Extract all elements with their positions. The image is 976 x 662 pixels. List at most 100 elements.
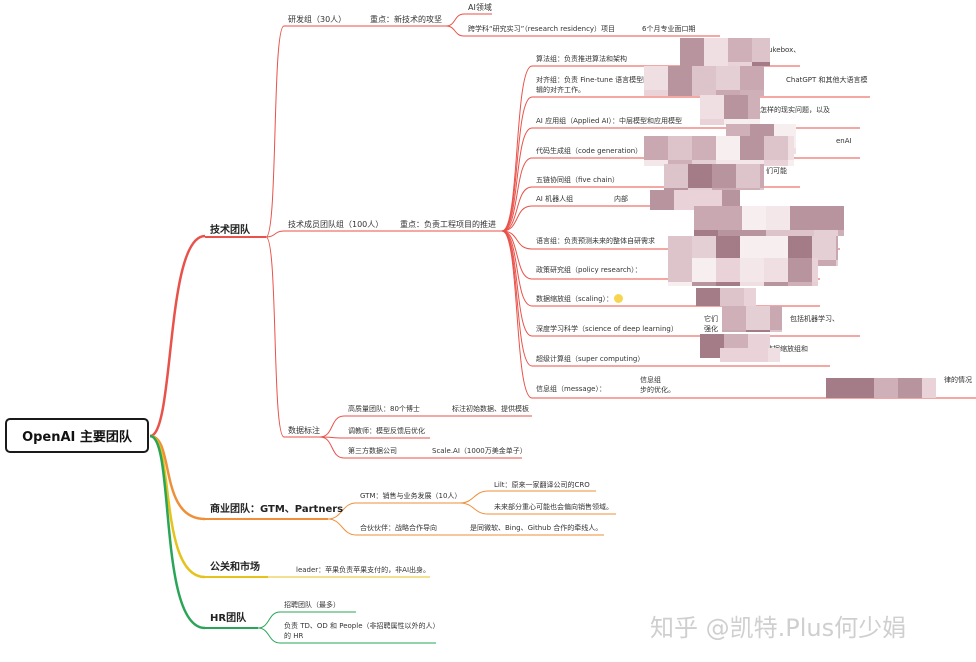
business-partners-note[interactable]: 是同微软、Bing、Github 合作的牵线人。	[470, 524, 603, 532]
eng-group-super-computing[interactable]: 超级计算组（super computing）	[536, 355, 645, 363]
mosaic-cell	[760, 188, 764, 190]
branch-pr[interactable]: 公关和市场	[210, 562, 260, 573]
eng-group-alignment-note: ChatGPT 和其他大语言模	[786, 76, 868, 84]
mosaic-cell	[644, 90, 668, 96]
mosaic-cell	[740, 282, 764, 286]
research-group[interactable]: 研发组（30人）	[288, 15, 347, 24]
engineering-focus[interactable]: 重点：负责工程项目的推进	[400, 220, 496, 229]
mosaic-cell	[694, 230, 718, 236]
eng-group-message[interactable]: 信息组（message）：	[536, 385, 606, 393]
eng-group-alignment[interactable]: 对齐组：负责 Fine-tune 语言模型同人类思想逻	[536, 76, 686, 84]
mosaic-cell	[722, 306, 746, 330]
mosaic-cell	[668, 160, 692, 166]
mosaic-cell	[850, 378, 874, 398]
mosaic-cell	[814, 206, 838, 230]
eng-group-applied-ai[interactable]: AI 应用组（Applied AI）：中层模型和应用模型	[536, 117, 682, 125]
mosaic-cell	[692, 258, 716, 282]
mosaic-cell	[742, 230, 766, 236]
mosaic-cell	[692, 66, 716, 90]
business-partners[interactable]: 合伙伙伴：战略合作导向	[360, 524, 437, 532]
mosaic-cell	[742, 206, 766, 230]
mosaic-cell	[788, 236, 812, 260]
mosaic-cell	[700, 95, 724, 119]
research-residency-note[interactable]: 6个月专业面口期	[642, 25, 696, 33]
eng-group-five-chain[interactable]: 五链协同组（five chain）	[536, 176, 620, 184]
eng-group-algorithm-note: Jukebox、	[766, 46, 801, 54]
branch-hr[interactable]: HR团队	[210, 613, 247, 624]
sun-icon	[614, 294, 623, 303]
research-focus[interactable]: 重点：新技术的攻坚	[370, 15, 442, 24]
annotation-trainers[interactable]: 调教师：模型反馈后优化	[348, 427, 425, 435]
eng-group-policy-research[interactable]: 政策研究组（policy research）：	[536, 266, 642, 274]
branch-pr-connector	[149, 434, 206, 579]
pr-leader[interactable]: leader：苹果负责苹果支付的，非AI出身。	[296, 566, 431, 574]
mosaic-cell	[668, 136, 692, 160]
research-residency[interactable]: 跨学科“研究实习”（research residency）项目	[468, 25, 616, 33]
eng-group-message-note: 信息组	[640, 376, 661, 384]
business-gtm-future[interactable]: 未来部分重心可能也会偏向销售领域。	[494, 503, 613, 511]
mosaic-cell	[770, 306, 782, 330]
mosaic-cell	[696, 288, 720, 306]
branch-business[interactable]: 商业团队：GTM、Partners	[210, 504, 344, 515]
eng-group-message-note3: 律的情况	[944, 376, 972, 384]
business-gtm[interactable]: GTM：销售与业务发展（10人）	[360, 492, 462, 500]
eng-group-deep-learning-science[interactable]: 深度学习科学（science of deep learning）	[536, 325, 678, 333]
eng-group-deep-learning-note2: 强化	[704, 325, 718, 333]
mosaic-cell	[740, 90, 764, 96]
mosaic-cell	[812, 236, 836, 260]
branch-tech[interactable]: 技术团队	[210, 225, 250, 236]
mosaic-cell	[692, 136, 716, 160]
mosaic-cell	[692, 236, 716, 260]
mosaic-cell	[764, 136, 788, 160]
eng-group-algorithm[interactable]: 算法组：负责推进算法和架构	[536, 55, 627, 63]
eng-group-deep-learning-note: 它们	[704, 315, 718, 323]
mosaic-cell	[764, 258, 788, 282]
mosaic-cell	[644, 136, 668, 160]
mosaic-cell	[838, 206, 844, 230]
mosaic-cell	[744, 288, 756, 306]
mosaic-cell	[788, 258, 812, 282]
annotation-phd-team[interactable]: 高质量团队：80个博士	[348, 405, 420, 413]
mosaic-cell	[692, 160, 716, 166]
mosaic-cell	[644, 160, 668, 166]
engineering-group[interactable]: 技术成员团队组（100人）	[288, 220, 384, 229]
mosaic-cell	[746, 306, 770, 330]
annotation-third-party-note[interactable]: Scale.AI（1000万美金单子）	[432, 447, 527, 455]
mosaic-cell	[764, 236, 788, 260]
business-gtm-lilt[interactable]: Lilt：原来一家翻译公司的CRO	[494, 481, 590, 489]
mosaic-cell	[836, 236, 838, 260]
mosaic-cell	[668, 90, 692, 96]
mosaic-cell	[668, 66, 692, 90]
mosaic-cell	[740, 236, 764, 260]
hr-td-od-people[interactable]: 负责 TD、OD 和 People（非招聘属性以外的人）	[284, 622, 440, 630]
research-ai-field[interactable]: AI领域	[468, 3, 492, 12]
annotation-phd-team-note[interactable]: 标注初始数据、提供模板	[452, 405, 529, 413]
mosaic-cell	[668, 236, 692, 260]
mosaic-cell	[764, 282, 788, 286]
mosaic-cell	[740, 66, 764, 90]
mosaic-cell	[746, 330, 770, 332]
hr-recruiting[interactable]: 招聘团队（最多）	[284, 601, 340, 609]
mosaic-cell	[728, 62, 752, 66]
eng-group-alignment-line2: 辑的对齐工作。	[536, 86, 585, 94]
mosaic-cell	[668, 282, 692, 286]
eng-group-code-generation[interactable]: 代码生成组（code generation）	[536, 147, 643, 155]
mosaic-cell	[760, 164, 764, 188]
mosaic-cell	[812, 260, 836, 266]
annotation-group[interactable]: 数据标注	[288, 426, 320, 435]
root-node[interactable]: OpenAI 主要团队	[5, 418, 149, 453]
mosaic-cell	[748, 95, 760, 119]
mosaic-cell	[770, 330, 782, 332]
mosaic-cell	[704, 38, 728, 62]
eng-group-language[interactable]: 语言组：负责预测未来的整体自研需求	[536, 237, 655, 245]
eng-group-scaling[interactable]: 数据缩放组（scaling）：	[536, 295, 614, 303]
eng-group-message-note2: 步的优化。	[640, 386, 675, 394]
annotation-third-party[interactable]: 第三方数据公司	[348, 447, 397, 455]
mosaic-cell	[728, 38, 752, 62]
mosaic-cell	[790, 206, 814, 230]
mosaic-cell	[716, 90, 740, 96]
mosaic-cell	[716, 258, 740, 282]
mosaic-cell	[736, 188, 760, 190]
eng-group-ai-robotics[interactable]: AI 机器人组	[536, 195, 574, 203]
